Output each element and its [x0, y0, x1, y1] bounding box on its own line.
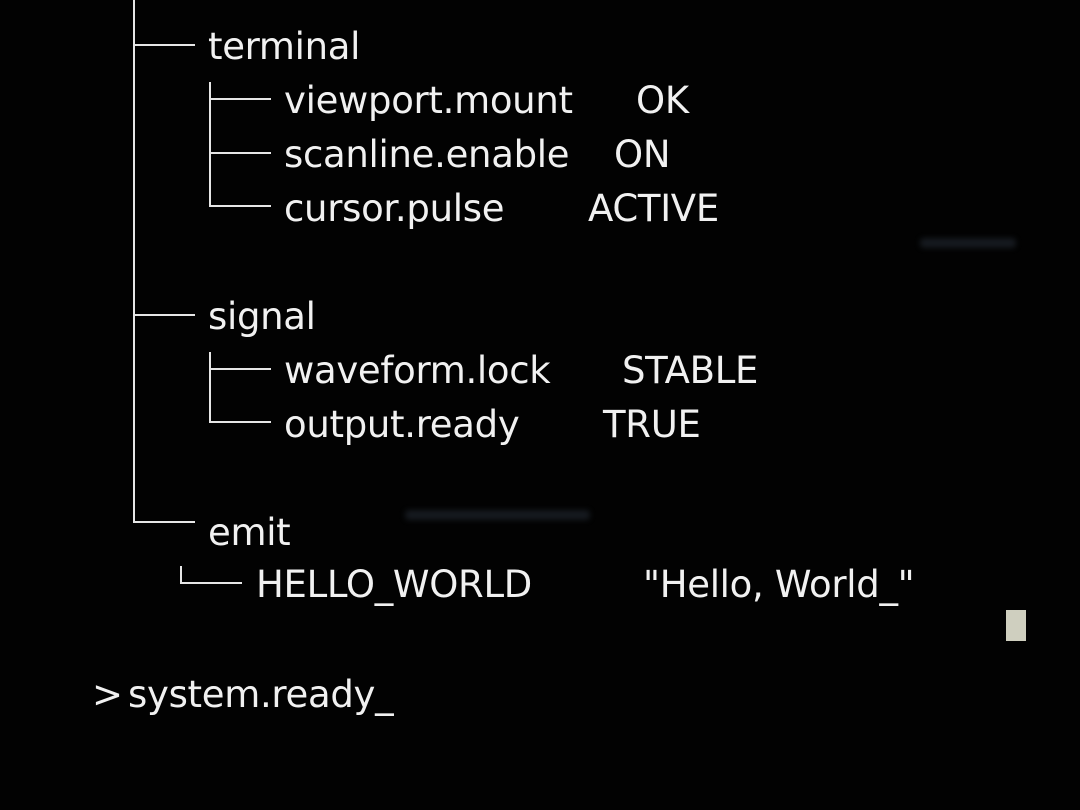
value-hello-world: "Hello, World_": [643, 563, 915, 606]
terminal-subtree-line: [209, 82, 211, 206]
value-viewport-mount: OK: [636, 79, 689, 122]
branch-output: [209, 421, 271, 423]
tree-branch-terminal: [133, 44, 195, 46]
value-cursor-pulse: ACTIVE: [588, 187, 719, 230]
value-output-ready: TRUE: [603, 403, 701, 446]
value-scanline-enable: ON: [614, 133, 671, 176]
key-output-ready: output.ready: [284, 403, 520, 446]
faint-glow-center: [405, 510, 590, 520]
block-cursor: [1006, 610, 1026, 641]
key-viewport-mount: viewport.mount: [284, 79, 573, 122]
node-signal: signal: [208, 295, 316, 338]
branch-viewport: [209, 98, 271, 100]
faint-glow-right: [920, 238, 1016, 248]
branch-cursor: [209, 205, 271, 207]
key-hello-world: HELLO_WORLD: [256, 563, 532, 606]
value-waveform-lock: STABLE: [622, 349, 759, 392]
key-waveform-lock: waveform.lock: [284, 349, 551, 392]
tree-trunk-line: [133, 0, 135, 523]
branch-hello: [180, 582, 242, 584]
node-terminal: terminal: [208, 25, 361, 68]
key-scanline-enable: scanline.enable: [284, 133, 570, 176]
prompt-symbol: >: [92, 673, 123, 716]
tree-branch-signal: [133, 314, 195, 316]
node-emit: emit: [208, 511, 291, 554]
key-cursor-pulse: cursor.pulse: [284, 187, 505, 230]
tree-branch-emit: [133, 521, 195, 523]
prompt-command[interactable]: system.ready_: [128, 673, 394, 716]
branch-waveform: [209, 368, 271, 370]
emit-subtree-line: [180, 566, 182, 583]
signal-subtree-line: [209, 352, 211, 422]
branch-scanline: [209, 152, 271, 154]
